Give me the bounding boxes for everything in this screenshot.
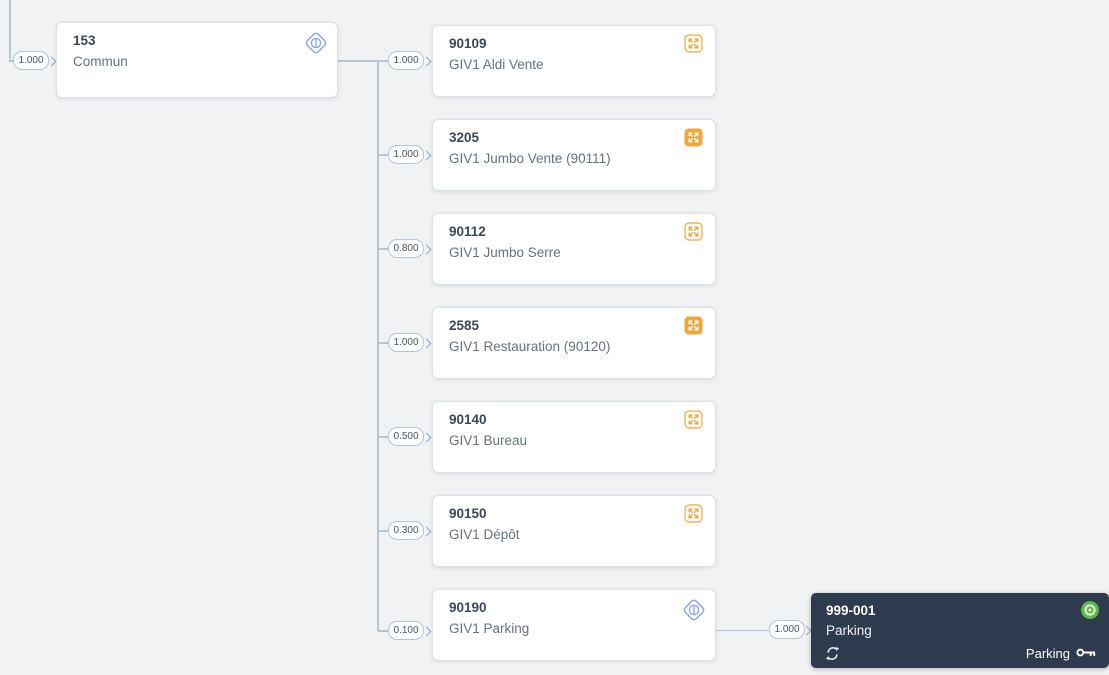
node-commun[interactable]: 153 Commun xyxy=(56,22,338,98)
node-restauration[interactable]: 2585 GIV1 Restauration (90120) xyxy=(432,307,716,379)
node-label: GIV1 Bureau xyxy=(449,433,528,448)
connector-line xyxy=(378,248,388,250)
weight-badge[interactable]: 0.100 xyxy=(388,621,424,640)
key-icon xyxy=(1076,646,1096,661)
expand-outline-icon[interactable] xyxy=(684,410,703,429)
node-label: GIV1 Aldi Vente xyxy=(449,57,544,72)
connector-line xyxy=(378,342,388,344)
node-id: 2585 xyxy=(449,318,480,333)
connector-line xyxy=(715,629,770,631)
connector-line xyxy=(337,60,388,62)
node-jumbo-serre[interactable]: 90112 GIV1 Jumbo Serre xyxy=(432,213,716,285)
connector-line xyxy=(9,60,14,62)
connector-line xyxy=(378,530,388,532)
node-jumbo-vente[interactable]: 3205 GIV1 Jumbo Vente (90111) xyxy=(432,119,716,191)
weight-badge[interactable]: 0.800 xyxy=(388,239,424,258)
node-depot[interactable]: 90150 GIV1 Dépôt xyxy=(432,495,716,567)
connector-line xyxy=(378,154,388,156)
weight-badge[interactable]: 1.000 xyxy=(769,620,805,639)
expand-outline-icon[interactable] xyxy=(684,504,703,523)
weight-badge[interactable]: 1.000 xyxy=(388,145,424,164)
sync-icon xyxy=(825,646,840,661)
weight-badge[interactable]: 0.500 xyxy=(388,427,424,446)
node-id: 999-001 xyxy=(826,603,876,618)
node-id: 153 xyxy=(73,33,96,48)
connector-line xyxy=(9,0,11,59)
node-label: Parking xyxy=(826,623,872,638)
expand-outline-icon[interactable] xyxy=(684,34,703,53)
leaf-tag-label: Parking xyxy=(1025,646,1070,661)
node-label: GIV1 Parking xyxy=(449,621,530,636)
connector-trunk-line xyxy=(377,60,379,632)
connector-line xyxy=(378,436,388,438)
node-label: GIV1 Restauration (90120) xyxy=(449,339,611,354)
weight-badge[interactable]: 1.000 xyxy=(388,51,424,70)
formula-diamond-icon xyxy=(302,29,330,57)
expand-filled-icon[interactable] xyxy=(684,128,703,147)
target-status-icon xyxy=(1080,600,1100,620)
connector-line xyxy=(378,630,388,632)
node-label: GIV1 Jumbo Serre xyxy=(449,245,561,260)
node-id: 90140 xyxy=(449,412,487,427)
node-label: GIV1 Jumbo Vente (90111) xyxy=(449,151,611,166)
node-bureau[interactable]: 90140 GIV1 Bureau xyxy=(432,401,716,473)
node-parking-meter[interactable]: 90190 GIV1 Parking xyxy=(432,589,716,661)
expand-outline-icon[interactable] xyxy=(684,222,703,241)
node-id: 90109 xyxy=(449,36,487,51)
weight-badge[interactable]: 0.300 xyxy=(388,521,424,540)
formula-diamond-icon xyxy=(680,596,708,624)
weight-badge[interactable]: 1.000 xyxy=(13,51,49,70)
weight-badge[interactable]: 1.000 xyxy=(388,333,424,352)
node-id: 90190 xyxy=(449,600,487,615)
node-label: Commun xyxy=(73,54,128,69)
node-parking-leaf[interactable]: 999-001 Parking Parking xyxy=(811,593,1109,668)
node-label: GIV1 Dépôt xyxy=(449,527,520,542)
node-id: 90150 xyxy=(449,506,487,521)
node-id: 90112 xyxy=(449,224,486,239)
node-id: 3205 xyxy=(449,130,480,145)
expand-filled-icon[interactable] xyxy=(684,316,703,335)
node-aldi-vente[interactable]: 90109 GIV1 Aldi Vente xyxy=(432,25,716,97)
